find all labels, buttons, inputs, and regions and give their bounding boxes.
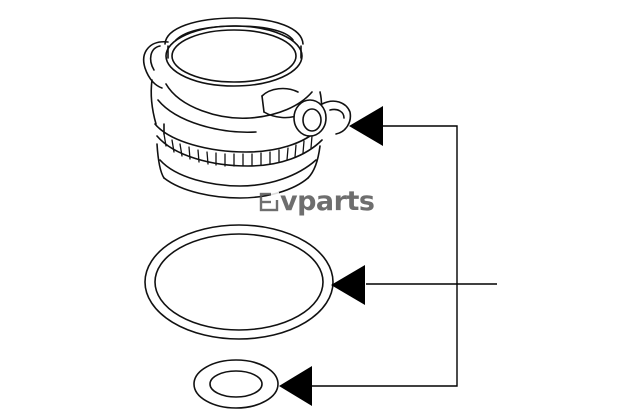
small-o-ring-part (193, 359, 279, 409)
watermark: vparts (259, 186, 375, 217)
watermark-text: vparts (280, 186, 375, 217)
callout-arrow-large-o-ring (331, 265, 365, 305)
large-o-ring-part (144, 224, 334, 340)
callout-group (279, 106, 497, 406)
callout-arrow-small-o-ring (279, 366, 312, 406)
ev-logo-icon (259, 191, 279, 211)
callout-arrow-housing (349, 106, 383, 146)
housing-part (143, 17, 352, 199)
